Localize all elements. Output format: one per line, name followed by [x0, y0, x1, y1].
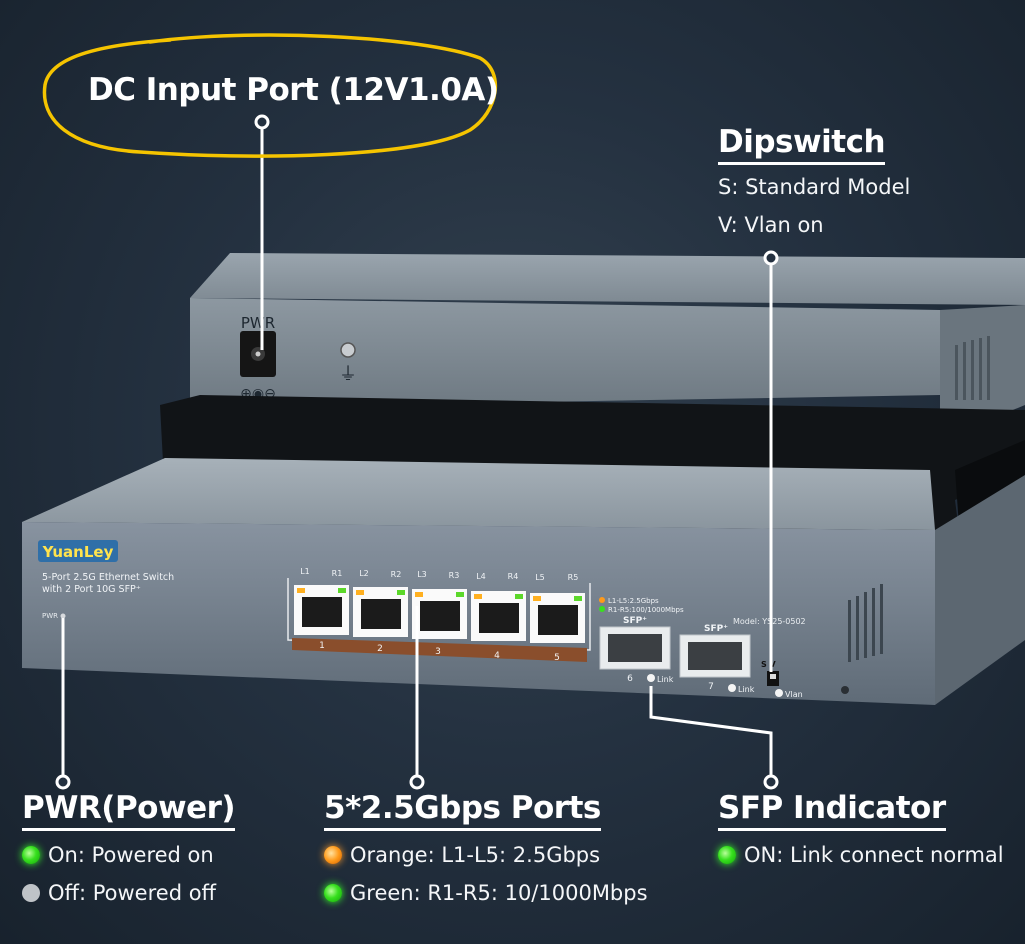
dipswitch-line-2: V: Vlan on: [718, 213, 824, 237]
svg-text:4: 4: [494, 651, 500, 661]
green-led-icon: [22, 846, 40, 864]
model-label: Model: YS25-0502: [733, 617, 806, 626]
svg-text:L2: L2: [359, 569, 369, 578]
rj45-port-1: [294, 585, 349, 635]
orange-led-icon: [324, 846, 342, 864]
sfp-item-on: ON: Link connect normal: [718, 843, 1004, 867]
desc-line-2: with 2 Port 10G SFP⁺: [42, 584, 141, 595]
rear-unit: PWR ⊕◉⊖ ⏚: [190, 253, 1025, 440]
port-numbers: 1 2 3 4 5: [319, 641, 560, 663]
svg-text:R3: R3: [449, 571, 460, 580]
sfp-title: SFP Indicator: [718, 790, 946, 831]
rear-pwr-label: PWR: [241, 314, 275, 332]
green-led-icon: [718, 846, 736, 864]
svg-text:1: 1: [319, 641, 325, 651]
legend-green-led: [599, 606, 605, 612]
desc-line-1: 5-Port 2.5G Ethernet Switch: [42, 572, 174, 583]
ports-item-green: Green: R1-R5: 10/1000Mbps: [324, 881, 648, 905]
svg-text:L3: L3: [417, 570, 427, 579]
rj45-port-5: [530, 593, 585, 643]
rj45-port-4: [471, 591, 526, 641]
ground-screw: [340, 342, 356, 358]
rj45-ports: [294, 585, 585, 643]
pwr-item-off: Off: Powered off: [22, 881, 235, 905]
rj45-port-3: [412, 589, 467, 639]
svg-text:5: 5: [554, 653, 560, 663]
brand-badge: [38, 540, 118, 562]
front-pwr-label: PWR: [42, 612, 58, 620]
svg-text:3: 3: [435, 647, 441, 657]
rj45-port-2: [353, 587, 408, 637]
green-led-icon: [324, 884, 342, 902]
vlan-led: [775, 689, 783, 697]
ports-title: 5*2.5Gbps Ports: [324, 790, 601, 831]
svg-text:R5: R5: [568, 573, 579, 582]
sfp-port-6-num: 6: [627, 674, 633, 684]
brand-name: YuanLey: [42, 543, 114, 561]
dipswitch-title: Dipswitch: [718, 124, 886, 165]
sfp-6-link-label: Link: [657, 675, 674, 684]
sfp-label-1: SFP⁺: [623, 616, 647, 626]
sfp-6-link-led: [647, 674, 655, 682]
sfp-port-7-num: 7: [708, 682, 714, 692]
sfp-7-link-led: [728, 684, 736, 692]
svg-text:R4: R4: [508, 572, 519, 581]
legend-line-2: R1-R5:100/1000Mbps: [608, 606, 684, 614]
svg-text:R2: R2: [391, 570, 402, 579]
switch-sv-label: S V: [761, 660, 777, 669]
ground-symbol: ⏚: [339, 364, 357, 385]
dipswitch-callout: Dipswitch S: Standard Model V: Vlan on: [718, 124, 910, 237]
sfp-callout: SFP Indicator ON: Link connect normal: [718, 790, 1004, 867]
pwr-item-on: On: Powered on: [22, 843, 235, 867]
sfp-label-2: SFP⁺: [704, 624, 728, 634]
svg-text:2: 2: [377, 644, 383, 654]
svg-text:R1: R1: [332, 569, 343, 578]
front-unit: YuanLey 5-Port 2.5G Ethernet Switch with…: [22, 458, 1025, 705]
ports-callout: 5*2.5Gbps Ports Orange: L1-L5: 2.5Gbps G…: [324, 790, 648, 905]
vlan-label: Vlan: [785, 690, 803, 699]
svg-text:L1: L1: [300, 567, 310, 576]
ports-item-orange: Orange: L1-L5: 2.5Gbps: [324, 843, 648, 867]
dipswitch-line-1: S: Standard Model: [718, 175, 911, 199]
pwr-led: [60, 613, 66, 619]
legend-orange-led: [599, 597, 605, 603]
led-labels: L1 R1 L2 R2 L3 R3 L4 R4 L5 R5: [300, 567, 578, 582]
dc-input-highlight: [42, 33, 498, 158]
callout-lines: [55, 114, 779, 790]
grey-led-icon: [22, 884, 40, 902]
pwr-title: PWR(Power): [22, 790, 236, 831]
legend-line-1: L1-L5:2.5Gbps: [608, 597, 659, 605]
svg-text:L5: L5: [535, 573, 545, 582]
pwr-callout: PWR(Power) On: Powered on Off: Powered o…: [22, 790, 236, 905]
dc-input-title: DC Input Port (12V1.0A): [88, 72, 499, 108]
sfp-7-link-label: Link: [738, 685, 755, 694]
svg-text:L4: L4: [476, 572, 486, 581]
